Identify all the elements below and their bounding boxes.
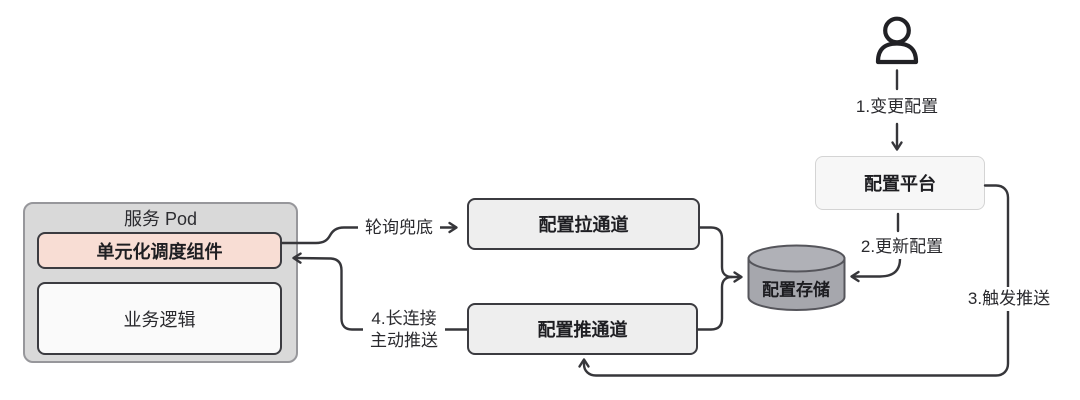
- edge-label-long-connection-line1: 4.长连接: [371, 309, 437, 328]
- edge-label-polling-fallback: 轮询兜底: [358, 216, 440, 240]
- node-unit-scheduler: 单元化调度组件: [37, 232, 282, 269]
- edge-label-long-connection-push: 4.长连接 主动推送: [363, 307, 445, 353]
- node-business-logic: 业务逻辑: [37, 282, 282, 355]
- edge-pull-to-storage-arrow: [698, 226, 743, 283]
- edge-label-trigger-push: 3.触发推送: [960, 287, 1058, 311]
- edge-label-long-connection-line2: 主动推送: [370, 331, 438, 350]
- edge-push-to-storage-line: [696, 275, 734, 331]
- user-icon: [875, 16, 919, 65]
- node-config-storage-label: 配置存储: [762, 280, 830, 300]
- node-config-platform: 配置平台: [815, 156, 985, 210]
- node-config-pull-channel: 配置拉通道: [467, 198, 700, 250]
- edge-label-change-config: 1.变更配置: [848, 95, 946, 119]
- edge-label-update-config: 2.更新配置: [853, 235, 951, 259]
- service-pod-title: 服务 Pod: [123, 209, 198, 229]
- node-config-push-channel: 配置推通道: [467, 303, 698, 355]
- edge-update-config-arrow: [850, 257, 902, 283]
